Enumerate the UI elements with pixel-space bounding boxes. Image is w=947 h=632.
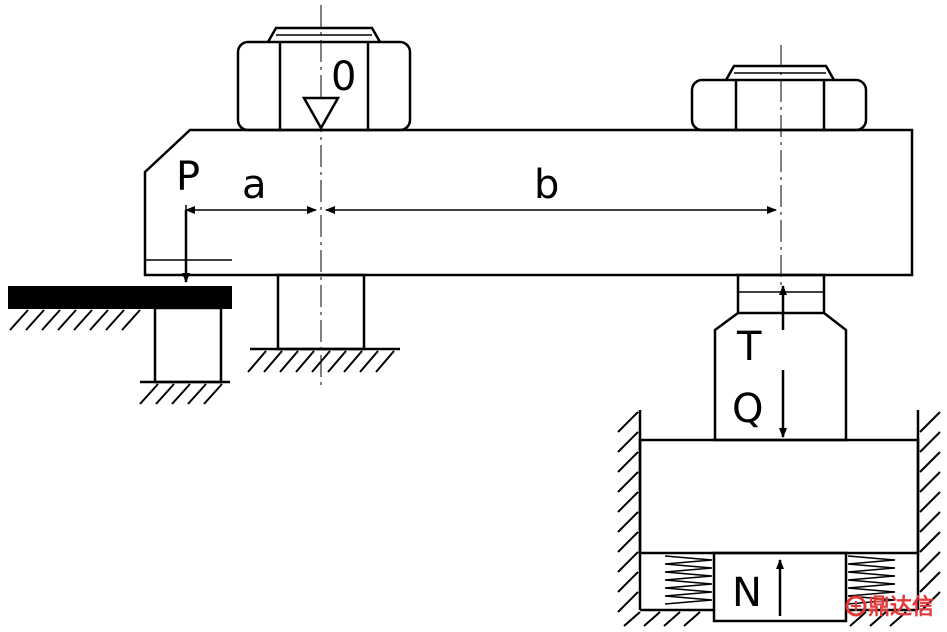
watermark-icon <box>845 595 867 617</box>
left-support-block <box>153 306 223 384</box>
label-o: 0 <box>331 54 356 100</box>
pivot-triangle <box>301 96 341 131</box>
label-q: Q <box>732 386 763 432</box>
label-n: N <box>732 570 762 616</box>
plunger <box>712 551 848 623</box>
piston-block <box>638 438 920 555</box>
label-a: a <box>242 162 267 208</box>
workpiece-plate <box>8 286 232 308</box>
right-nut <box>690 64 868 132</box>
left-spring <box>664 555 713 605</box>
label-b: b <box>534 162 559 208</box>
label-p: P <box>176 154 200 200</box>
watermark-text: 鼎达信 <box>868 594 934 620</box>
housing-walls <box>638 410 920 612</box>
left-nut <box>236 26 412 132</box>
watermark-logo: 鼎达信 <box>845 594 934 620</box>
label-t: T <box>736 324 762 370</box>
right-spring <box>847 555 896 605</box>
ground-hatching <box>8 307 941 627</box>
